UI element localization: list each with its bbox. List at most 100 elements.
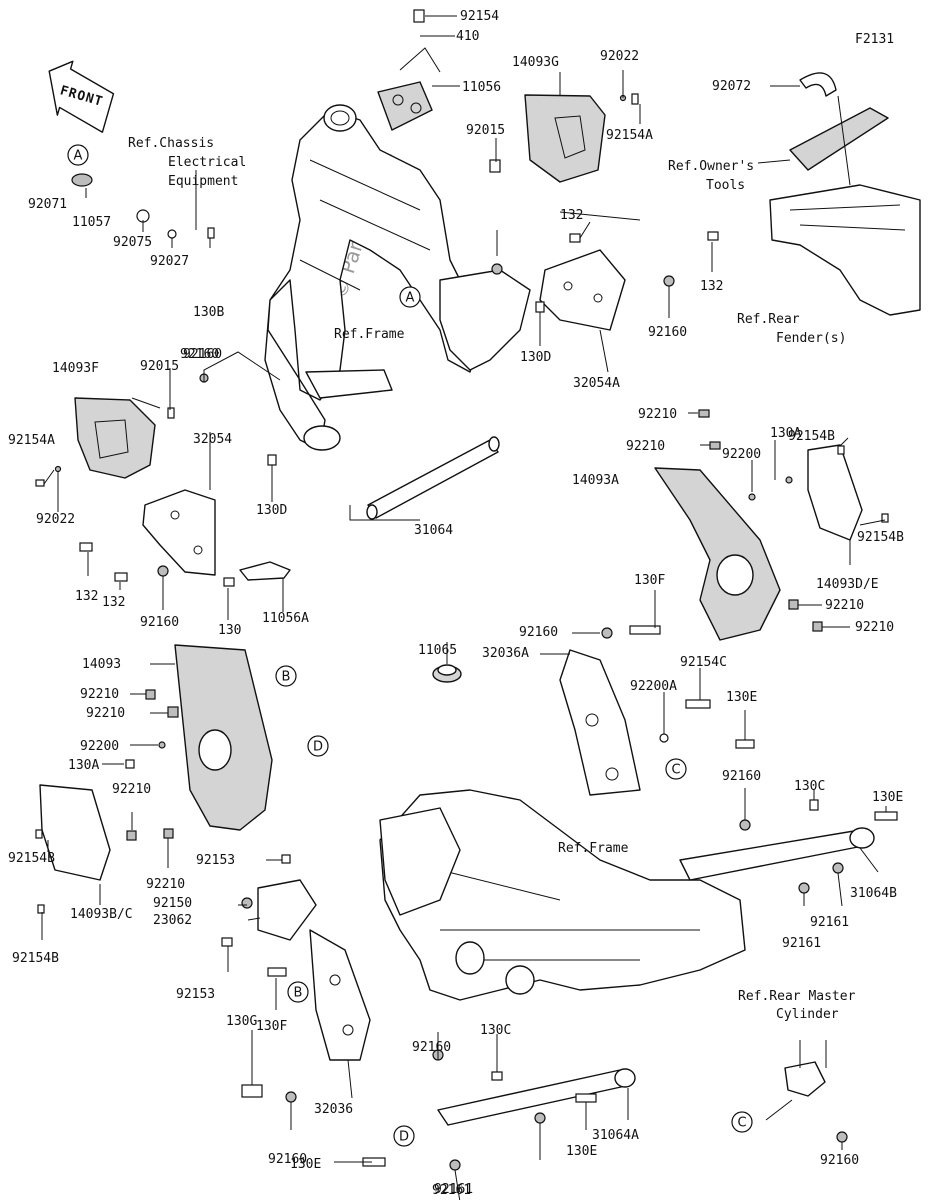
bracket-32036A <box>559 649 641 796</box>
bolt-132-left-a <box>79 542 93 552</box>
nut-92210-c <box>788 599 799 610</box>
engine-mount-bracket-upper-left <box>439 269 531 371</box>
part-label-31064a: 31064A <box>592 1128 639 1143</box>
callout-c: C <box>665 758 687 780</box>
collar-92160-bottom-right <box>836 1131 848 1143</box>
part-label-92160: 92160 <box>180 347 219 362</box>
part-label-130d: 130D <box>256 503 287 518</box>
master-cylinder-bracket <box>784 1061 826 1097</box>
callout-c: C <box>731 1111 753 1133</box>
svg-text:Electrical: Electrical <box>168 155 246 170</box>
callout-a: A <box>399 286 421 308</box>
part-label-92153: 92153 <box>196 853 235 868</box>
part-label-130e: 130E <box>726 690 757 705</box>
part-label-92210: 92210 <box>146 877 185 892</box>
part-label-92161: 92161 <box>810 915 849 930</box>
part-label-92154b: 92154B <box>857 530 904 545</box>
engine-cover-14093G <box>524 94 606 183</box>
part-label-92160: 92160 <box>412 1040 451 1055</box>
bolt-132-top <box>569 233 581 243</box>
part-label-130e: 130E <box>290 1157 321 1172</box>
bolt-130B <box>207 227 215 239</box>
cap-92071 <box>71 173 93 187</box>
part-label-32036a: 32036A <box>482 646 529 661</box>
bracket-32036 <box>309 929 371 1061</box>
bolt-130E-mid <box>735 739 755 749</box>
cap-92161-d <box>534 1112 546 1124</box>
bolt-92154A-left <box>35 479 45 487</box>
part-label-14093f: 14093F <box>52 361 99 376</box>
svg-text:Ref.Rear Master: Ref.Rear Master <box>738 989 856 1004</box>
bolt-130 <box>223 577 235 587</box>
bolt-130A-right <box>785 476 793 484</box>
bolt-92154C <box>685 699 711 709</box>
bolt-92153-top <box>281 854 291 864</box>
foot-peg-cover-14093A <box>654 467 781 641</box>
part-label-92160: 92160 <box>519 625 558 640</box>
nut-92210-b <box>709 441 721 450</box>
part-label-31064b: 31064B <box>850 886 897 901</box>
cap-92161-c <box>449 1159 461 1171</box>
part-label-132: 132 <box>700 279 723 294</box>
collar-92015-left <box>167 407 175 419</box>
part-label-92210: 92210 <box>855 620 894 635</box>
bolt-130F-right <box>629 625 661 635</box>
washer-92200-right <box>748 493 756 501</box>
cap-92161-a <box>798 882 810 894</box>
part-label-92150: 92150 <box>153 896 192 911</box>
part-label-92161: 92161 <box>782 936 821 951</box>
collar-92160-left <box>157 565 169 577</box>
svg-text:C: C <box>671 763 680 778</box>
engine-cover-14093F <box>74 397 156 479</box>
grommet-11065 <box>432 664 462 683</box>
part-label-132: 132 <box>75 589 98 604</box>
svg-text:C: C <box>737 1116 746 1131</box>
part-label-11056a: 11056A <box>262 611 309 626</box>
part-label-92160: 92160 <box>140 615 179 630</box>
part-label-132: 132 <box>102 595 125 610</box>
part-label-11056: 11056 <box>462 80 501 95</box>
washer-92027 <box>167 229 177 239</box>
svg-text:B: B <box>282 670 291 685</box>
washer-92200-left <box>158 741 166 749</box>
part-label-32054: 32054 <box>193 432 232 447</box>
bolt-92154A-top <box>631 93 639 105</box>
bolt-92154B-right-top <box>837 445 845 455</box>
part-label-132: 132 <box>560 208 583 223</box>
bolt-132-left-b <box>114 572 128 582</box>
part-label-92200: 92200 <box>722 447 761 462</box>
swingarm-31064A <box>437 1068 636 1126</box>
bolt-130D-left <box>267 454 277 466</box>
part-label-92210: 92210 <box>112 782 151 797</box>
part-label-92071: 92071 <box>28 197 67 212</box>
nut-92210-f <box>167 706 179 718</box>
bolt-92154B-left <box>37 904 45 914</box>
part-label-32054a: 32054A <box>573 376 620 391</box>
bracket-11056A <box>239 561 291 581</box>
svg-text:A: A <box>74 149 83 164</box>
collar-92160-center <box>601 627 613 639</box>
part-label-130c: 130C <box>480 1023 511 1038</box>
part-label-130e: 130E <box>872 790 903 805</box>
frame-upper <box>264 104 481 451</box>
bracket-11056 <box>377 81 433 131</box>
front-arrow: FRONT <box>48 60 115 133</box>
nut-92210-g <box>126 830 137 841</box>
svg-text:D: D <box>313 740 323 755</box>
svg-text:Ref.Rear: Ref.Rear <box>737 312 800 327</box>
nut-92210-e <box>145 689 156 700</box>
part-label-31064: 31064 <box>414 523 453 538</box>
part-label-14093: 14093 <box>82 657 121 672</box>
part-label-92015: 92015 <box>140 359 179 374</box>
bolt-130C-bottom <box>491 1071 503 1081</box>
part-label-92210: 92210 <box>86 706 125 721</box>
svg-text:Ref.Owner's: Ref.Owner's <box>668 159 754 174</box>
frame-lower <box>379 789 746 1001</box>
engine-mount-plate-32054 <box>142 489 216 576</box>
bolt-92154B-left-top <box>35 829 43 839</box>
part-label-92154b: 92154B <box>788 429 835 444</box>
callout-b: B <box>287 981 309 1003</box>
